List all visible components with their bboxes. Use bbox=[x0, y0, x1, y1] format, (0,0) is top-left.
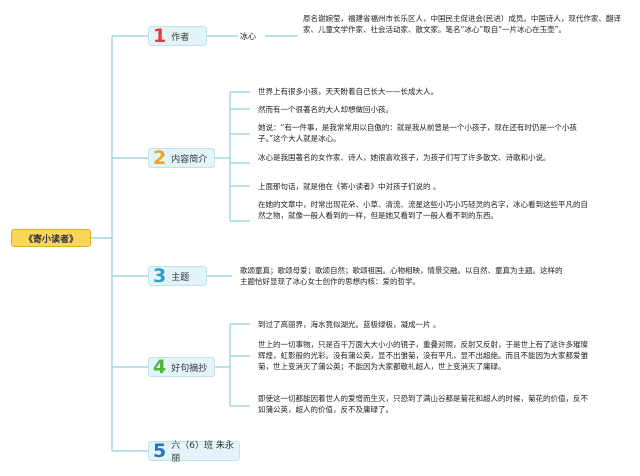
branch-label-summary: 内容简介 bbox=[171, 154, 208, 165]
summary-item-1: 世界上有很多小孩，天天盼着自己长大——长成大人。 bbox=[258, 87, 438, 96]
branch-node-theme[interactable]: 3 主题 bbox=[148, 266, 207, 286]
summary-item-6: 在她的文章中，时常出现花朵、小草、清流、流星这些小巧小巧轻灵的名字，冰心看到这些… bbox=[258, 200, 588, 220]
branch-number-1: 1 bbox=[153, 24, 167, 47]
branch-label-class-author: 六（6）班 朱永丽 bbox=[171, 441, 234, 464]
branch-label-theme: 主题 bbox=[171, 272, 190, 283]
summary-item-3: 她说：“有一件事，是我常常用以自傲的：就是我从前曾是一个小孩子，现在还有时仍是一… bbox=[258, 123, 577, 143]
author-name: 冰心 bbox=[240, 32, 256, 41]
branch-number-5: 5 bbox=[153, 439, 167, 462]
branch-node-author[interactable]: 1 作者 bbox=[148, 26, 207, 46]
branch-number-2: 2 bbox=[153, 146, 167, 169]
summary-item-5: 上面那句话，就是他在《寄小读者》中对孩子们说的 。 bbox=[258, 182, 441, 191]
root-label: 《寄小读者》 bbox=[23, 234, 78, 245]
quote-item-2: 世上的一切事物，只是百千万面大大小小的镜子，重叠对照，反射又反射，于是世上有了这… bbox=[258, 340, 588, 371]
quote-item-3: 即使这一切都能因着世人的爱憎而生灭，只恐到了满山谷都是菊花和超人的时候，菊花的价… bbox=[258, 394, 588, 414]
author-detail: 原名谢婉莹，福建省福州市长乐区人，中国民主促进会(民进）成员。中国诗人，现代作家… bbox=[303, 14, 621, 34]
branch-number-4: 4 bbox=[153, 355, 167, 378]
theme-detail: 歌颂童真；歌颂母爱；歌颂自然；歌颂祖国。心物相映，情景交融。以自然、童真为主题。… bbox=[240, 266, 563, 286]
summary-item-2: 然而有一个很著名的大人却想做回小孩。 bbox=[258, 105, 393, 114]
root-node[interactable]: 《寄小读者》 bbox=[11, 229, 91, 247]
branch-number-3: 3 bbox=[153, 264, 167, 287]
branch-node-summary[interactable]: 2 内容简介 bbox=[148, 148, 215, 168]
branch-label-quotes: 好句摘抄 bbox=[171, 363, 208, 374]
branch-node-class-author[interactable]: 5 六（6）班 朱永丽 bbox=[148, 439, 240, 464]
branch-label-author: 作者 bbox=[171, 32, 190, 43]
quote-item-1: 到过了高丽界，海水竟似湖光。蓝极绿极，凝成一片 。 bbox=[258, 320, 441, 329]
summary-item-4: 冰心是我国著名的女作家、诗人，她很喜欢孩子，为孩子们写了许多散文、诗歌和小说。 bbox=[258, 153, 551, 162]
branch-node-quotes[interactable]: 4 好句摘抄 bbox=[148, 357, 215, 377]
